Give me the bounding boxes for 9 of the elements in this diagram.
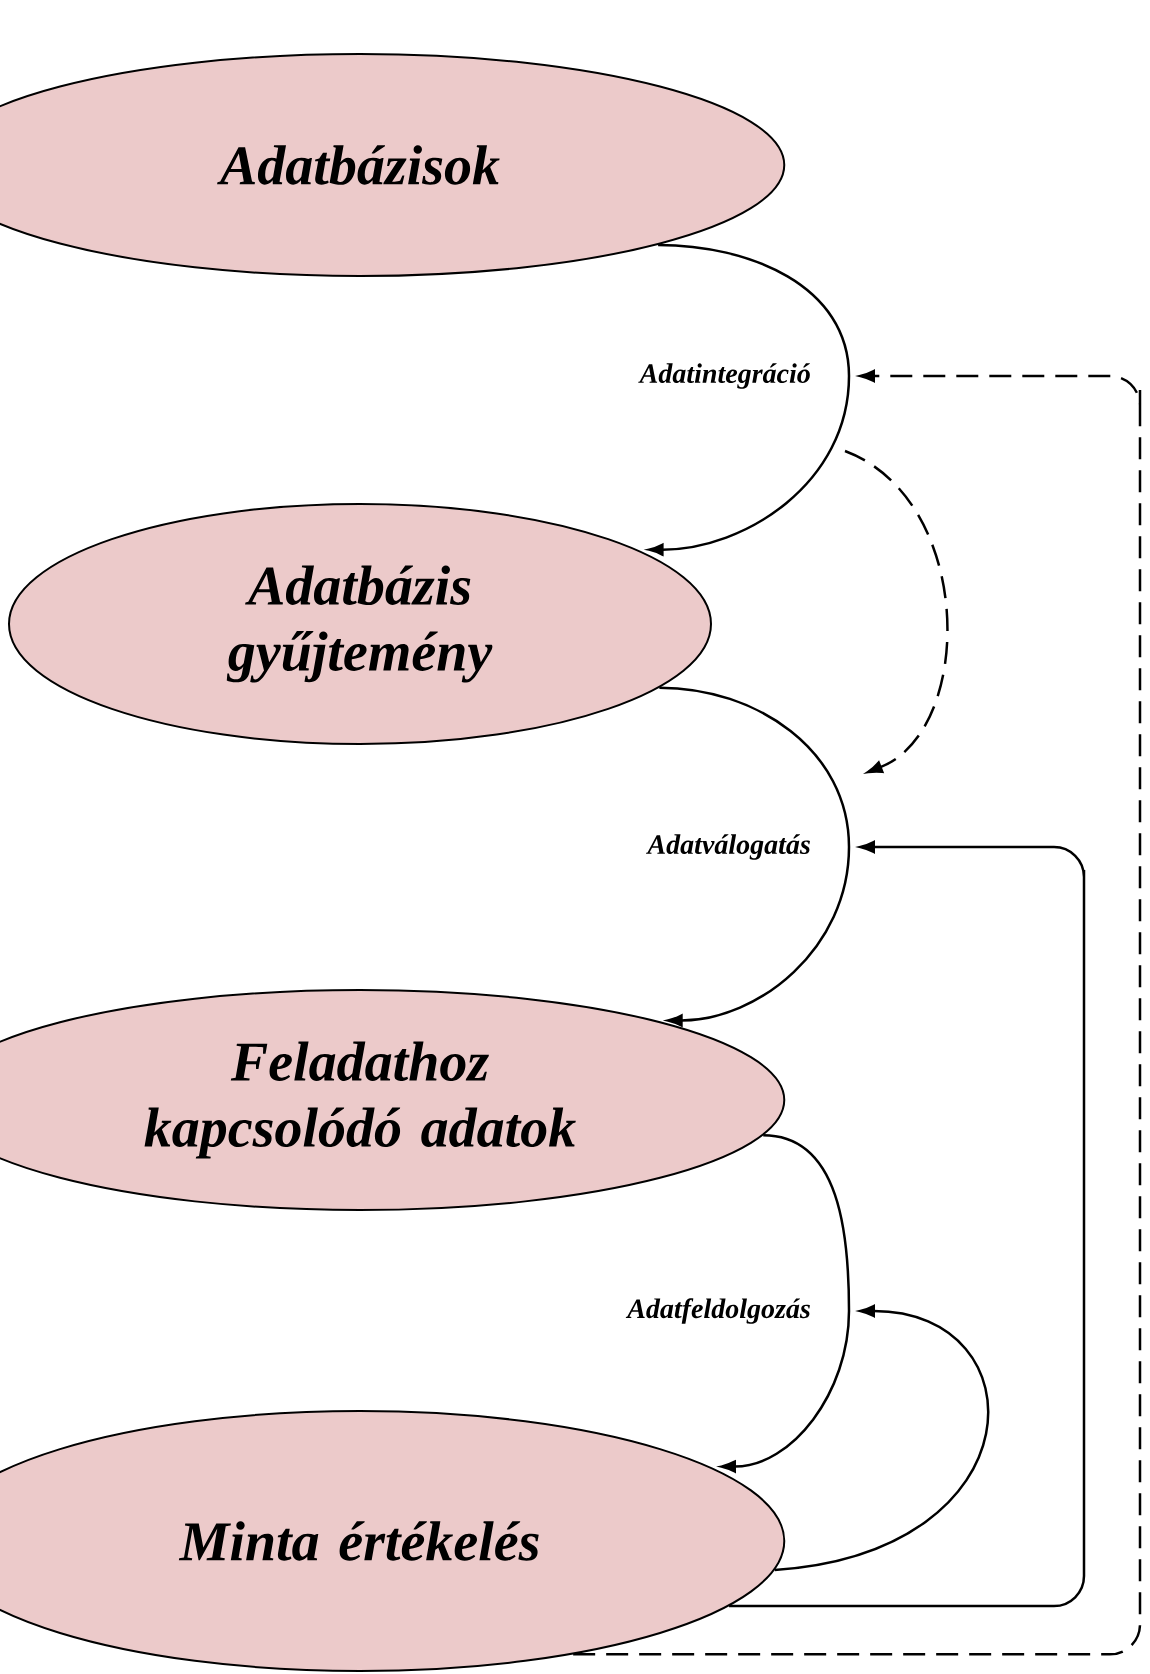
ellipse-node: Minta értékelés bbox=[0, 1410, 786, 1672]
step-label: Adatfeldolgozás bbox=[625, 1298, 810, 1324]
connector-line bbox=[763, 1134, 851, 1312]
connector-line bbox=[659, 686, 851, 848]
arrow bbox=[729, 840, 1086, 1608]
arrow bbox=[573, 369, 1142, 1656]
ellipse-node: Adatbázis gyűjtemény bbox=[8, 503, 712, 745]
connector-line bbox=[658, 243, 851, 377]
arrow bbox=[844, 449, 949, 774]
